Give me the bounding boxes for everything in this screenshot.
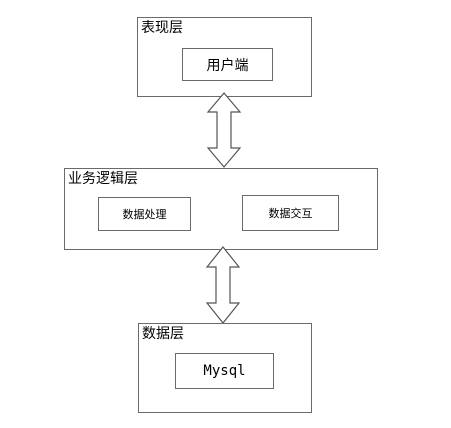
business-logic-layer-title: 业务逻辑层 bbox=[68, 171, 138, 187]
mysql-label: Mysql bbox=[203, 363, 246, 379]
data-processing-label: 数据处理 bbox=[122, 208, 167, 221]
bidirectional-arrow-top bbox=[206, 92, 242, 168]
client-component-label: 用户端 bbox=[206, 57, 249, 74]
data-interaction-component: 数据交互 bbox=[242, 195, 339, 231]
business-logic-layer-box: 业务逻辑层 数据处理 数据交互 bbox=[64, 168, 378, 250]
data-interaction-label: 数据交互 bbox=[268, 207, 313, 220]
mysql-component: Mysql bbox=[175, 353, 274, 389]
presentation-layer-title: 表现层 bbox=[141, 20, 183, 36]
data-layer-box: 数据层 Mysql bbox=[138, 323, 312, 413]
client-component: 用户端 bbox=[182, 48, 273, 81]
presentation-layer-box: 表现层 用户端 bbox=[137, 17, 312, 97]
data-processing-component: 数据处理 bbox=[98, 197, 191, 231]
data-layer-title: 数据层 bbox=[142, 326, 184, 342]
bidirectional-arrow-bottom bbox=[205, 246, 241, 324]
